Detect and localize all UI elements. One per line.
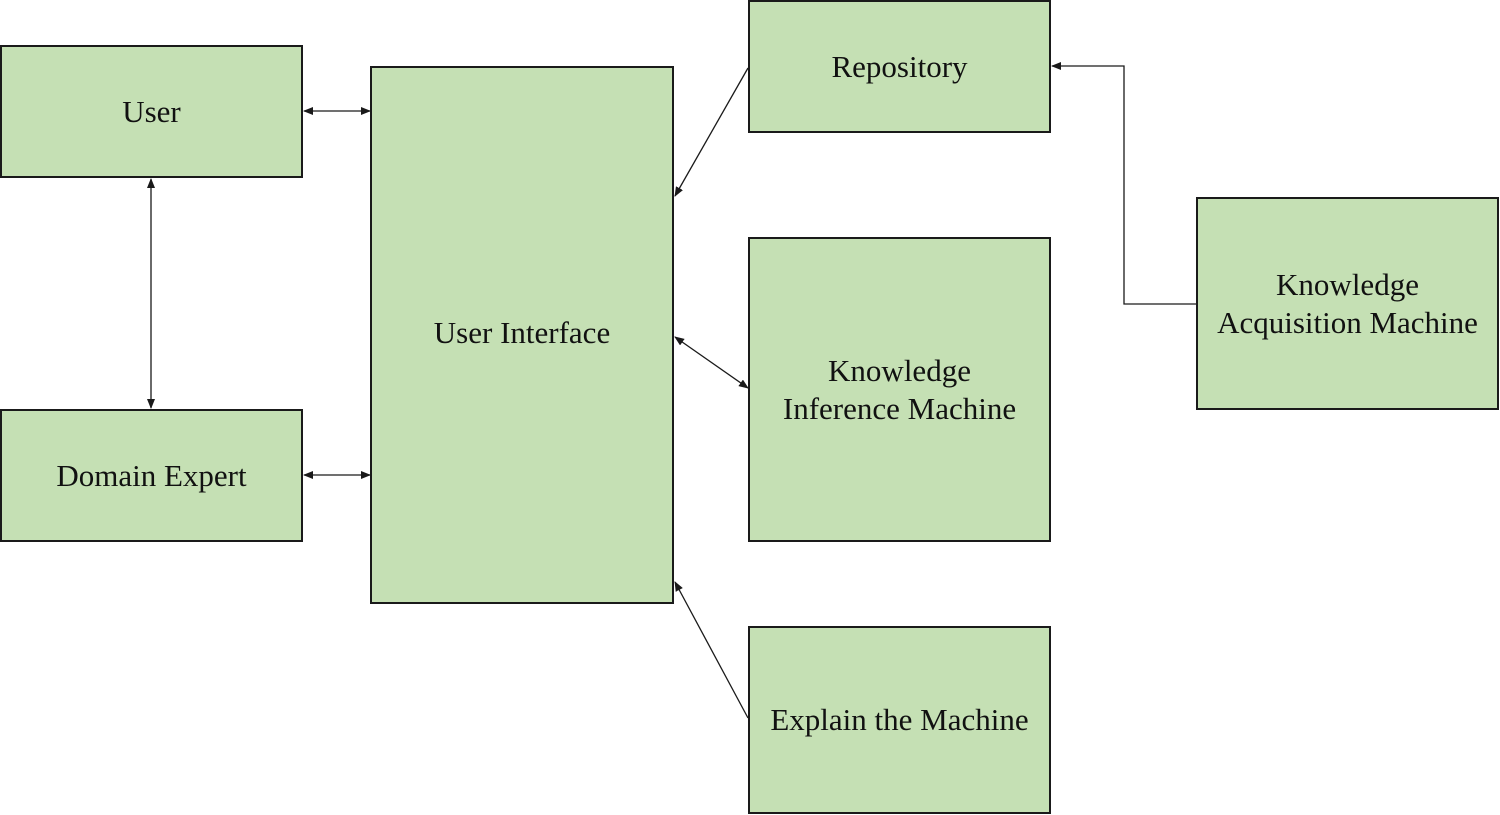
node-domain-expert: Domain Expert: [0, 409, 303, 542]
node-knowledge-inference-machine: Knowledge Inference Machine: [748, 237, 1051, 542]
node-knowledge-acquisition-machine-label: Knowledge Acquisition Machine: [1217, 266, 1478, 340]
edge-user-interface-to-knowledge-inference-machine: [674, 336, 749, 389]
node-explain-the-machine: Explain the Machine: [748, 626, 1051, 814]
node-user-label: User: [122, 93, 181, 129]
node-knowledge-acquisition-machine: Knowledge Acquisition Machine: [1196, 197, 1499, 410]
node-repository-label: Repository: [831, 48, 968, 84]
node-domain-expert-label: Domain Expert: [56, 457, 247, 493]
edge-repository-to-user-interface: [674, 67, 749, 197]
node-knowledge-inference-machine-label: Knowledge Inference Machine: [782, 352, 1017, 426]
edge-explain-the-machine-to-user-interface: [674, 581, 749, 719]
node-repository: Repository: [748, 0, 1051, 133]
edge-knowledge-acquisition-machine-to-repository: [1051, 62, 1196, 305]
node-user-interface: User Interface: [370, 66, 674, 604]
node-explain-the-machine-label: Explain the Machine: [770, 702, 1029, 737]
node-user: User: [0, 45, 303, 178]
node-user-interface-label: User Interface: [433, 315, 611, 350]
